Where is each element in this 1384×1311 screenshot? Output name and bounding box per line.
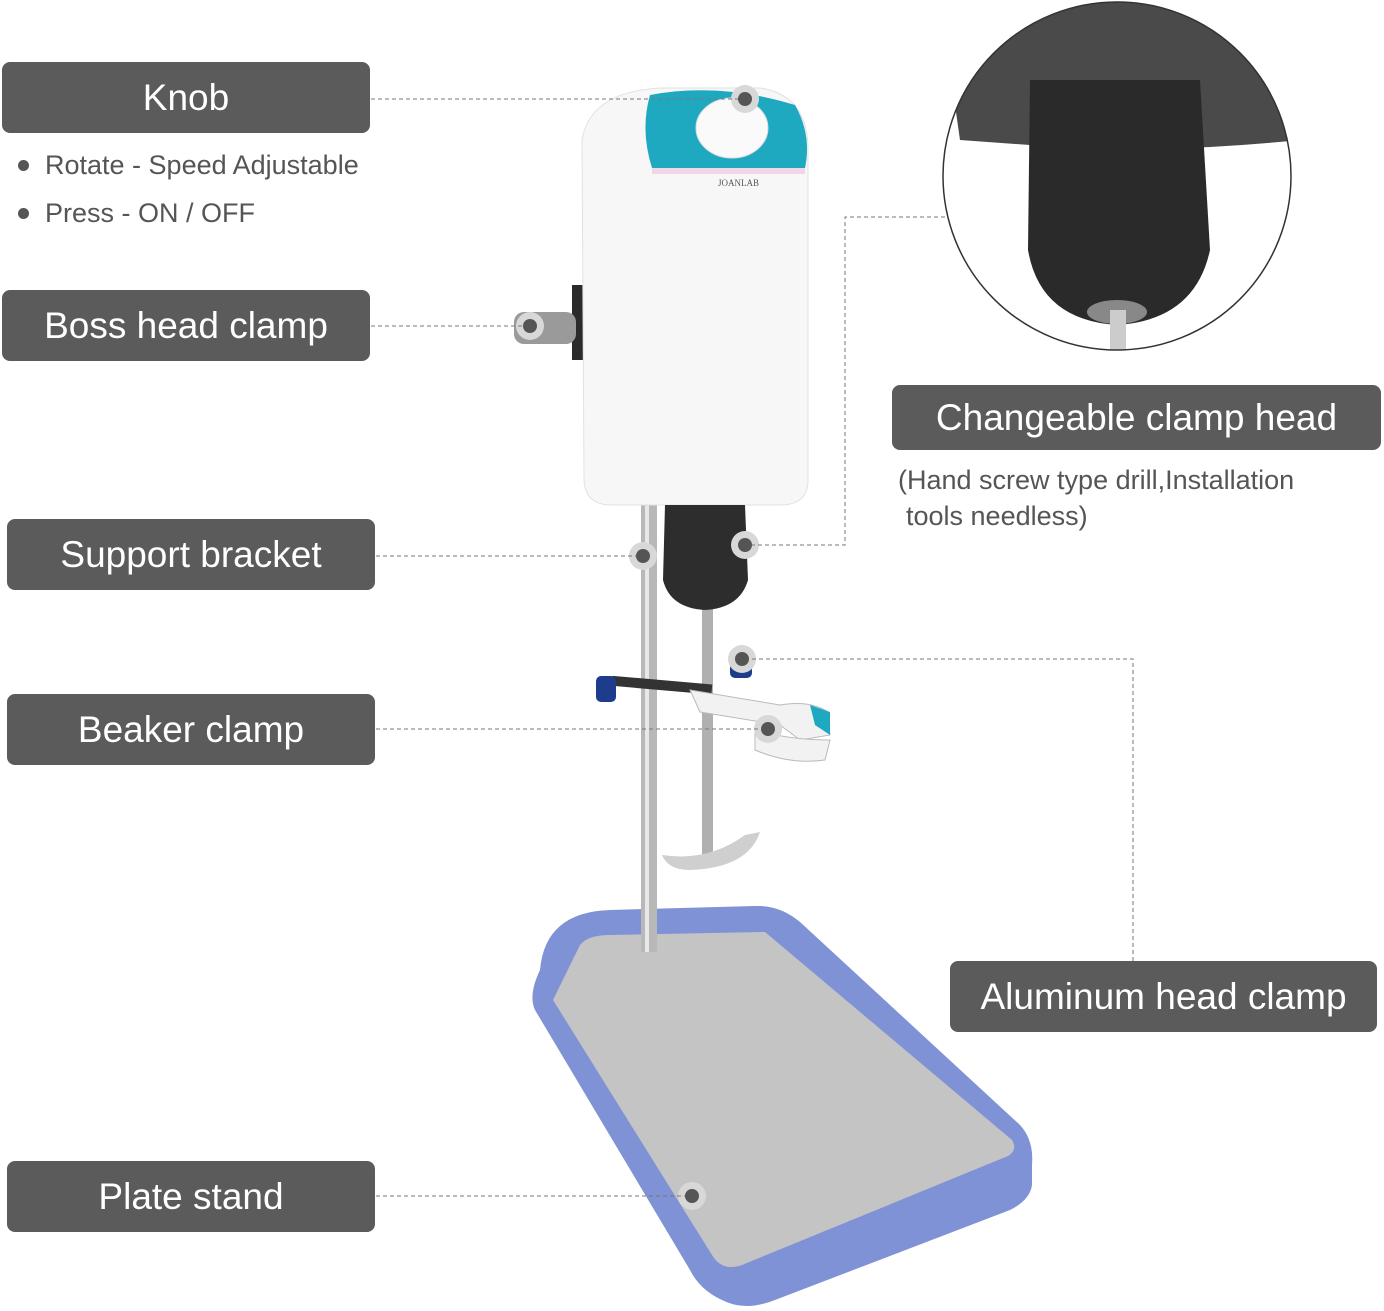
- knob-label: Knob: [2, 62, 370, 133]
- bullet-icon: [18, 160, 29, 171]
- impeller: [662, 832, 760, 870]
- knob-feature-rotate: Rotate - Speed Adjustable: [18, 150, 359, 181]
- feature-text: Press - ON / OFF: [45, 198, 256, 228]
- boss-head-clamp-label: Boss head clamp: [2, 290, 370, 361]
- bullet-icon: [18, 208, 29, 219]
- aluminum-head-clamp-label: Aluminum head clamp: [950, 961, 1377, 1032]
- brand-logo: JOANLAB: [718, 178, 759, 188]
- stirrer-body: [581, 87, 809, 506]
- beaker-clamp-art: [596, 650, 831, 762]
- plate-stand-label: Plate stand: [7, 1161, 375, 1232]
- beaker-clamp-label: Beaker clamp: [7, 694, 375, 765]
- stirring-shaft: [702, 600, 713, 862]
- chuck-art: [663, 505, 748, 610]
- clamp-head-closeup: [943, 2, 1291, 350]
- feature-text: Rotate - Speed Adjustable: [45, 150, 359, 180]
- changeable-clamp-head-label: Changeable clamp head: [892, 385, 1381, 450]
- plate-stand-art: [532, 905, 1033, 1306]
- support-bracket-label: Support bracket: [7, 519, 375, 590]
- knob-art: [695, 97, 769, 159]
- callout-markers: [516, 85, 782, 1210]
- connector-lines: [371, 98, 1134, 1197]
- clamp-head-note-line2: tools needless): [906, 501, 1088, 531]
- knob-feature-press: Press - ON / OFF: [18, 198, 255, 229]
- clamp-head-note-line1: (Hand screw type drill,Installation: [898, 465, 1295, 495]
